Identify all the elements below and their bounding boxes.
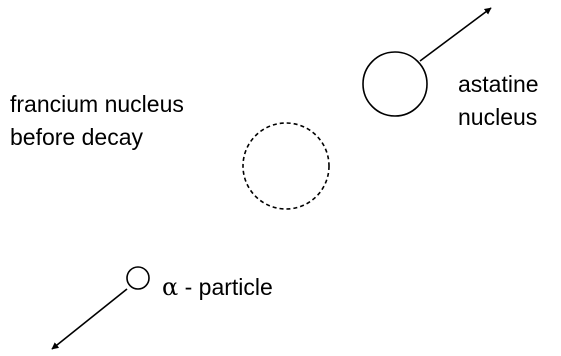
astatine-direction-arrow <box>419 7 492 62</box>
francium-label-line2: before decay <box>10 124 143 150</box>
alpha-label-text: - particle <box>178 274 273 300</box>
alpha-symbol: α <box>162 273 178 301</box>
astatine-label: astatine nucleus <box>458 71 545 130</box>
francium-label-line1: francium nucleus <box>10 91 184 117</box>
astatine-label-line1: astatine <box>458 71 539 97</box>
francium-nucleus-circle <box>242 122 330 210</box>
francium-label: francium nucleus before decay <box>10 91 190 150</box>
alpha-particle-circle <box>126 266 150 290</box>
alpha-direction-arrow <box>51 288 128 350</box>
alpha-label: α - particle <box>162 273 273 301</box>
astatine-nucleus-circle <box>362 51 428 117</box>
astatine-label-line2: nucleus <box>458 104 537 130</box>
